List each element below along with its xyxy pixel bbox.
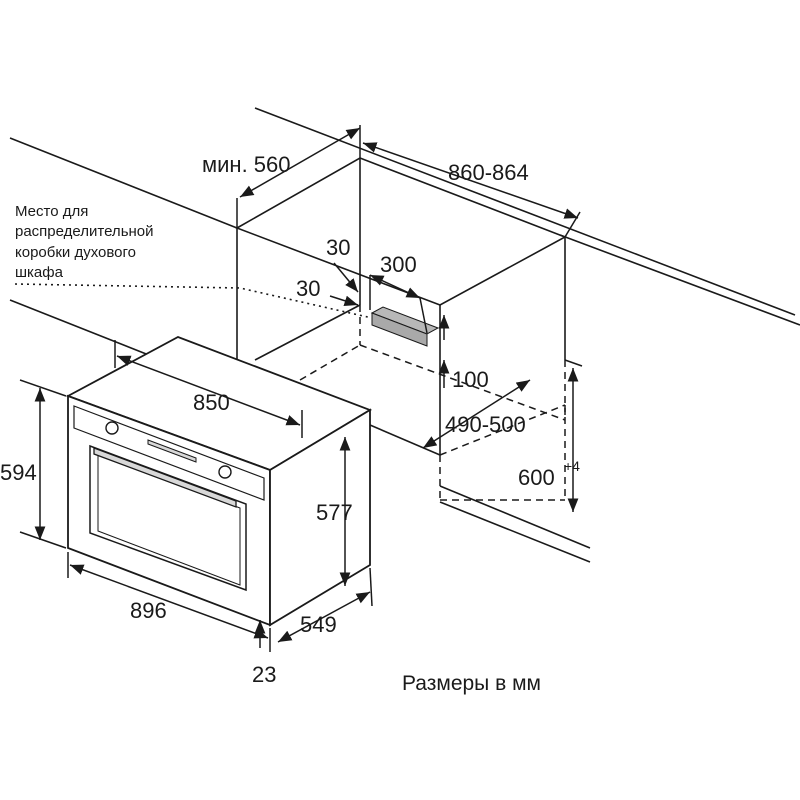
label-min-depth: мин. 560 <box>202 152 291 177</box>
note-line-4: шкафа <box>15 264 64 281</box>
oven-handle <box>93 447 237 508</box>
note-line-1: Место для <box>15 203 88 220</box>
oven-knob-right <box>218 465 232 479</box>
note-line-3: коробки духового <box>15 244 136 261</box>
dimension-lines <box>19 125 583 652</box>
label-oven-width: 896 <box>130 598 167 623</box>
label-oven-height: 594 <box>0 460 37 485</box>
oven-knob-left <box>105 421 119 435</box>
units-caption: Размеры в мм <box>402 672 541 695</box>
label-niche-depth: 490-500 <box>445 412 526 437</box>
label-niche-height-tolerance: +4 <box>564 458 580 474</box>
label-front-thickness: 23 <box>252 662 276 687</box>
oven-display <box>147 439 197 463</box>
dimension-labels: мин. 560 860-864 30 30 300 100 850 490-5… <box>0 152 580 687</box>
oven <box>65 336 373 627</box>
label-niche-height: 600 <box>518 465 555 490</box>
label-clearance: 100 <box>452 367 489 392</box>
label-offset-top: 30 <box>326 235 350 260</box>
label-box-width: 300 <box>380 252 417 277</box>
label-niche-width: 860-864 <box>448 160 529 185</box>
junction-box-note: Место для распределительной коробки духо… <box>15 203 154 281</box>
label-oven-depth: 549 <box>300 612 337 637</box>
label-offset-side: 30 <box>296 276 320 301</box>
distribution-box-side <box>371 312 428 347</box>
note-line-2: распределительной <box>15 223 154 240</box>
label-oven-width-top: 850 <box>193 390 230 415</box>
label-body-height: 577 <box>316 500 353 525</box>
oven-control-panel <box>73 405 265 501</box>
